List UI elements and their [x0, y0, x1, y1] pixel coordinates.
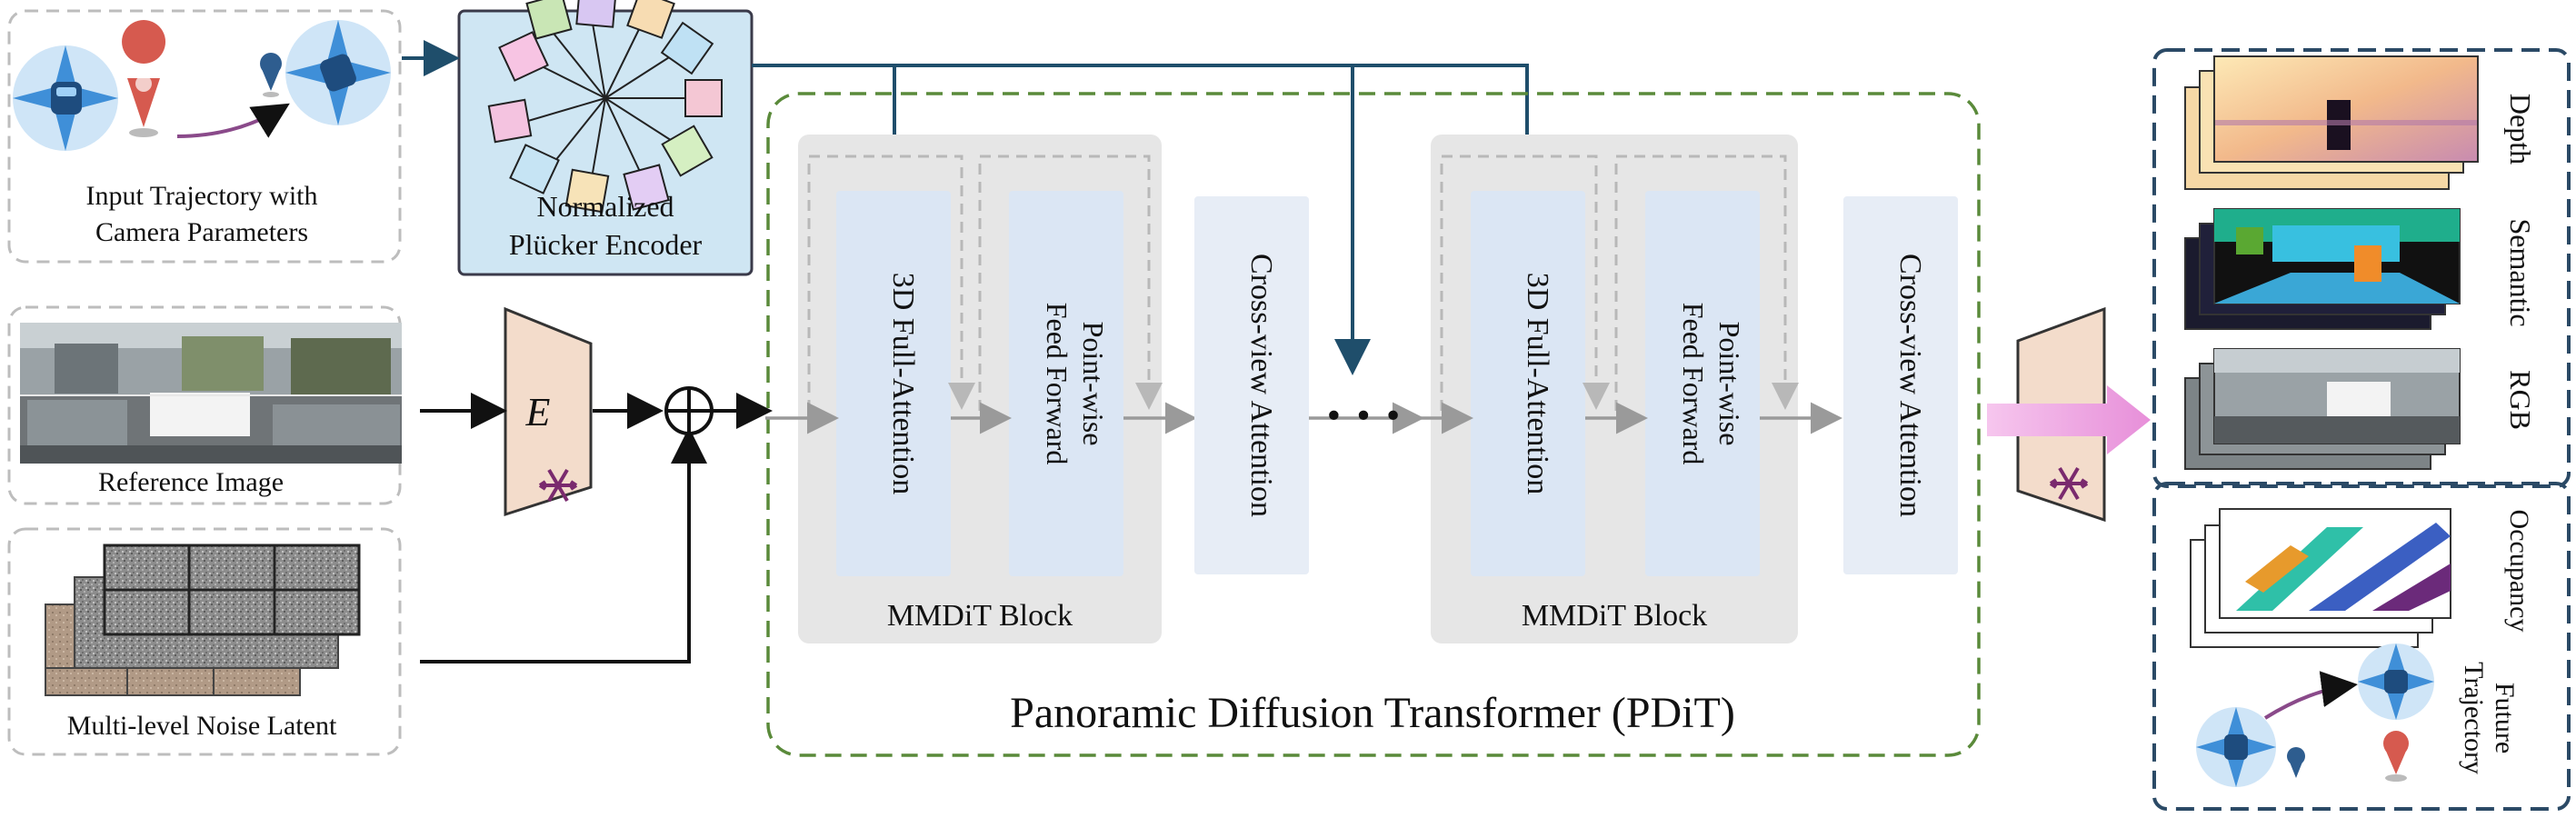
reference-image	[20, 323, 402, 464]
ffn-label-1b: Feed Forward	[1041, 303, 1073, 465]
occupancy-label: Occupancy	[2504, 510, 2534, 633]
plucker-label-2: Plücker Encoder	[509, 228, 703, 261]
noise-to-add-arrow	[420, 427, 707, 663]
full-attention-label-1: 3D Full-Attention	[886, 273, 920, 495]
encoder-symbol: E	[525, 390, 551, 434]
pdit-container: Panoramic Diffusion Transformer (PDiT)	[766, 92, 1981, 757]
mmdit-block-2: 3D Full-Attention Point-wise Feed Forwar…	[1418, 135, 1842, 643]
future-trajectory-arrow	[2263, 671, 2358, 720]
ego-car-icon-out	[2196, 707, 2276, 787]
depth-output: Depth	[2184, 55, 2537, 190]
plucker-encoder: Normalized Plücker Encoder	[457, 0, 754, 276]
reference-label: Reference Image	[98, 467, 284, 497]
trajectory-label-2: Camera Parameters	[95, 217, 308, 247]
decoder-output-arrow	[1987, 385, 2151, 454]
full-attention-label-2: 3D Full-Attention	[1521, 273, 1554, 495]
future-label-2: Trajectory	[2459, 662, 2489, 774]
reference-image-panel: Reference Image	[7, 305, 402, 505]
future-red-pin-icon	[2383, 731, 2409, 782]
vae-encoder: E	[504, 306, 593, 517]
depth-label: Depth	[2504, 94, 2537, 165]
outputs-panel	[2152, 48, 2571, 811]
trajectory-label-1: Input Trajectory with	[86, 181, 318, 211]
occupancy-output: Occupancy	[2190, 508, 2534, 648]
rgb-label: RGB	[2504, 370, 2537, 430]
small-pin-icon	[260, 53, 282, 97]
block-label-1: MMDiT Block	[887, 599, 1073, 633]
semantic-label: Semantic	[2504, 218, 2537, 326]
future-label-1: Future	[2490, 683, 2520, 753]
rgb-output: RGB	[2184, 348, 2537, 470]
pdit-title: Panoramic Diffusion Transformer (PDiT)	[1010, 689, 1735, 737]
ffn-label-2b: Feed Forward	[1677, 303, 1710, 465]
future-car-icon	[2358, 643, 2434, 720]
trajectory-input-panel: Input Trajectory with Camera Parameters	[7, 9, 402, 264]
noise-latent-stack	[45, 544, 361, 696]
frozen-snowflake-icon-2	[2049, 466, 2089, 501]
future-trajectory-output: Future Trajectory	[2196, 643, 2520, 787]
trajectory-arrow	[176, 103, 290, 138]
semantic-output: Semantic	[2184, 208, 2537, 330]
target-car-icon	[285, 20, 391, 125]
cross-view-attention-2: Cross-view Attention	[1843, 196, 1958, 574]
cross-view-label-1: Cross-view Attention	[1244, 254, 1278, 517]
ffn-label-2a: Point-wise	[1713, 322, 1746, 446]
plucker-rays-icon	[487, 0, 723, 214]
plucker-label-1: Normalized	[536, 190, 674, 223]
add-operator-icon	[664, 386, 714, 435]
noise-latent-panel: Multi-level Noise Latent	[7, 527, 402, 756]
frozen-snowflake-icon	[538, 468, 578, 503]
ellipsis: • • •	[1324, 398, 1403, 435]
mmdit-block-1: 3D Full-Attention Point-wise Feed Forwar…	[765, 135, 1197, 643]
cross-view-attention-1: Cross-view Attention	[1194, 196, 1309, 574]
ego-car-icon	[13, 45, 118, 151]
ffn-label-1a: Point-wise	[1077, 322, 1110, 446]
block-label-2: MMDiT Block	[1522, 599, 1707, 633]
noise-label: Multi-level Noise Latent	[67, 711, 337, 741]
cross-view-label-2: Cross-view Attention	[1893, 254, 1927, 517]
future-pin-icon	[2287, 747, 2305, 778]
location-pin-icon	[122, 20, 166, 137]
